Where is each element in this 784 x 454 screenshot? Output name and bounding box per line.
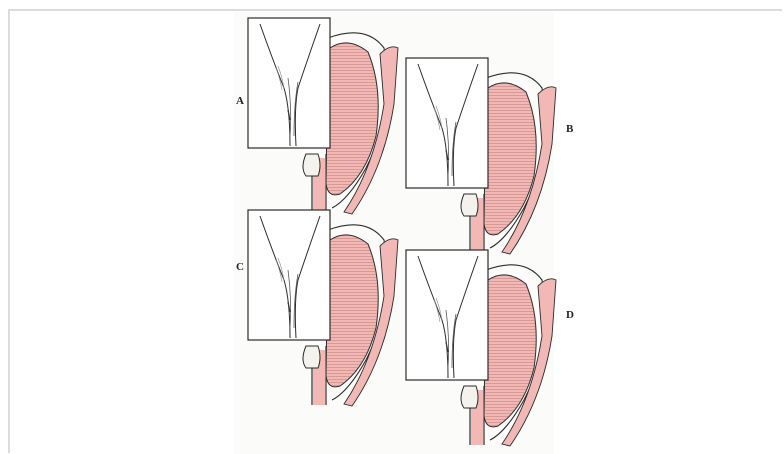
panel-label-c: C [236,262,244,273]
panel-label-d: D [566,310,574,321]
panel-label-b: B [566,124,573,135]
panel-d-illustration [406,250,556,446]
panel-c-illustration [248,210,398,406]
panel-label-a: A [236,96,244,107]
panel-b-illustration [406,58,556,254]
panel-a-illustration [248,18,398,214]
